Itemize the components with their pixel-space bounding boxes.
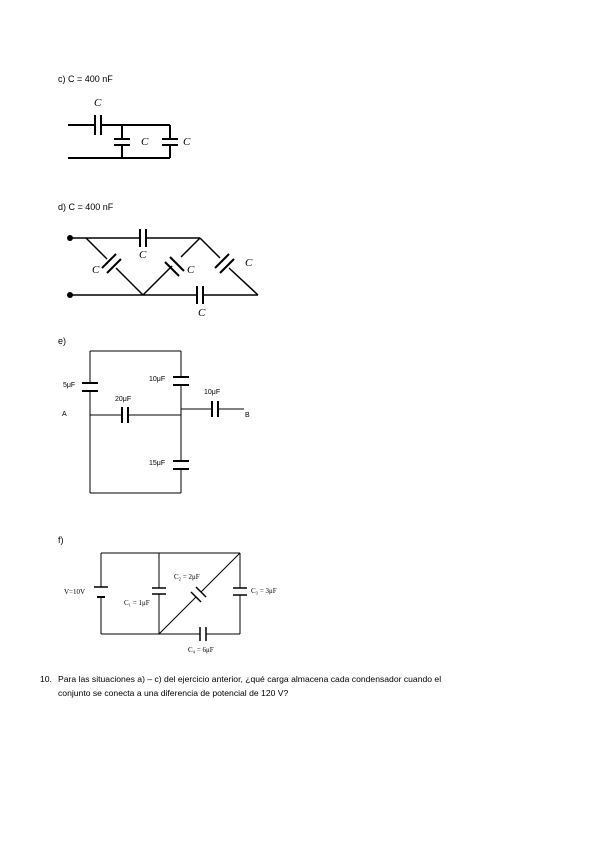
section-e-label: e)	[58, 336, 67, 346]
cap-d4-label: C	[245, 257, 253, 269]
cap-d5-label: C	[198, 307, 206, 319]
cap-d3-label: C	[187, 264, 195, 276]
cap-c3-label: C	[183, 136, 191, 148]
cap-c1-label: C	[94, 97, 102, 109]
cap-d2-label: C	[92, 264, 100, 276]
section-d-label: d) C = 400 nF	[58, 202, 114, 212]
question-line-2: conjunto se conecta a una diferencia de …	[58, 688, 289, 698]
cap-e-10uf-right-label: 10μF	[204, 389, 221, 396]
node-b-label: B	[245, 412, 250, 419]
node-a-label: A	[62, 411, 67, 418]
cap-e-10uf-top-label: 10μF	[149, 376, 166, 383]
cap-e-15uf-label: 15μF	[149, 460, 166, 467]
cap-d1-label: C	[139, 249, 147, 261]
question-line-1: Para las situaciones a) – c) del ejercic…	[58, 674, 442, 684]
voltage-label: V=10V	[64, 588, 86, 596]
cap-e-20uf-label: 20μF	[115, 396, 132, 403]
cap-f-c2-label: C₂ = 2μF	[174, 573, 200, 581]
cap-f-c4-label: C₄ = 6μF	[188, 646, 214, 654]
cap-e-5uf-label: 5μF	[63, 382, 76, 389]
section-c-label: c) C = 400 nF	[58, 74, 113, 84]
cap-f-c1-label: C₁ = 1μF	[124, 599, 150, 607]
section-f-label: f)	[58, 535, 64, 545]
question-number: 10.	[40, 674, 52, 684]
cap-f-c3-label: C₃ = 3μF	[251, 587, 277, 595]
cap-c2-label: C	[141, 136, 149, 148]
